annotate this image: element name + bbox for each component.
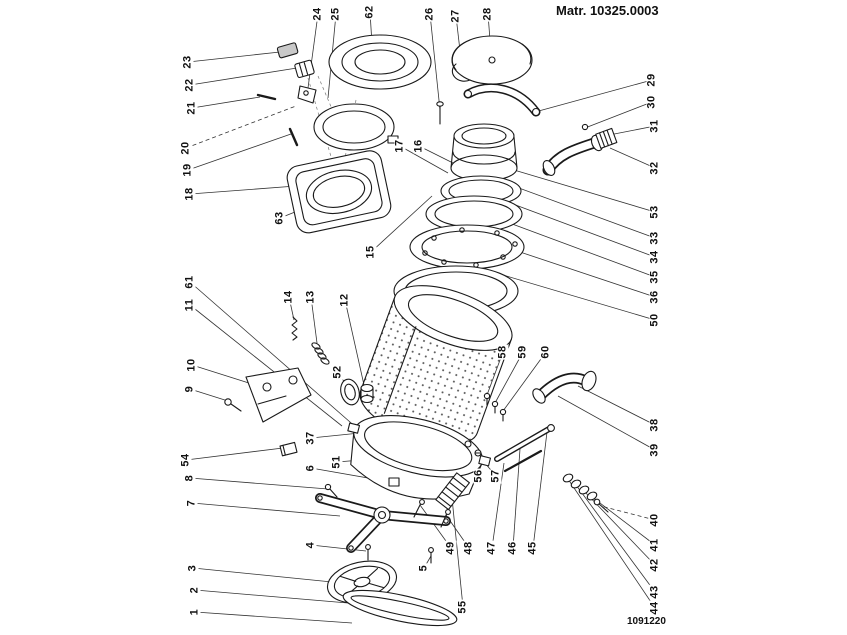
- leader-line-16: [418, 145, 458, 166]
- leader-line-19: [187, 133, 292, 171]
- cap-6: [388, 477, 400, 487]
- leader-line-46: [512, 448, 521, 549]
- damper-rod: [494, 424, 555, 473]
- fastener-bolts: [324, 483, 451, 564]
- leader-line-45: [532, 431, 548, 549]
- leader-line-53: [513, 169, 656, 213]
- leader-line-47: [491, 462, 505, 549]
- leader-line-1: [194, 611, 353, 624]
- drive-spider: [315, 493, 451, 553]
- leader-line-39: [557, 395, 656, 451]
- pin-19: [288, 127, 299, 147]
- terminal-block: [294, 59, 315, 79]
- small-bolts: [464, 392, 507, 457]
- leader-line-3: [192, 567, 333, 583]
- leader-line-8: [189, 477, 329, 490]
- leader-line-50: [485, 269, 656, 321]
- tub-cover-ring: [409, 224, 525, 270]
- leader-line-2: [194, 589, 349, 604]
- drain-fitting: [435, 472, 470, 511]
- leader-line-24: [307, 13, 319, 89]
- leader-line-43: [575, 484, 656, 593]
- leader-line-4: [310, 544, 367, 552]
- leader-line-40: [600, 505, 656, 521]
- leader-line-13: [310, 296, 318, 344]
- leader-line-22: [189, 67, 298, 86]
- leader-line-60: [502, 351, 547, 412]
- leader-line-10: [191, 364, 253, 385]
- leader-line-7: [191, 502, 341, 517]
- v-belt: [342, 589, 458, 627]
- leader-line-18: [189, 185, 297, 195]
- washer-set: [562, 473, 609, 513]
- drain-hose: [532, 370, 597, 404]
- clamp-piece: [451, 63, 471, 82]
- outer-tub: [347, 415, 492, 500]
- leader-line-38: [577, 385, 656, 426]
- plate-23: [276, 42, 299, 59]
- motor-bracket: [245, 367, 312, 423]
- clip-54: [279, 441, 298, 457]
- pin-21: [256, 93, 277, 101]
- leader-line-21: [191, 96, 261, 109]
- leader-line-30: [584, 101, 653, 129]
- spring-14: [291, 316, 298, 341]
- leader-line-44: [567, 478, 656, 609]
- leader-line-34: [501, 199, 656, 258]
- leader-line-9: [189, 388, 229, 402]
- leader-line-11: [189, 304, 343, 427]
- leader-line-32: [609, 147, 656, 169]
- leader-line-33: [507, 183, 656, 239]
- leader-line-23: [187, 51, 281, 63]
- screw-9: [224, 398, 242, 412]
- clamp-ring: [313, 103, 399, 151]
- leader-line-54: [185, 447, 284, 461]
- hinge-arm: [463, 83, 541, 117]
- leader-line-61: [189, 281, 367, 437]
- tub-collar: [450, 123, 518, 182]
- leader-line-55: [451, 497, 464, 608]
- gasket-plate: [286, 150, 392, 234]
- leader-line-5: [423, 555, 432, 569]
- matricola-title: Matr. 10325.0003: [556, 3, 659, 18]
- leader-line-15: [370, 195, 433, 253]
- shaft-sleeve: [360, 383, 374, 404]
- leader-line-26: [429, 13, 441, 111]
- leader-line-17: [399, 145, 449, 174]
- leader-line-29: [534, 79, 653, 113]
- bolt-26: [436, 101, 444, 125]
- leader-line-12: [344, 299, 365, 386]
- top-cover: [451, 35, 533, 85]
- leader-line-35: [495, 217, 656, 278]
- leader-line-59: [494, 351, 524, 404]
- leader-line-20: [185, 105, 297, 149]
- leader-line-37: [310, 432, 361, 439]
- leader-line-41: [591, 496, 656, 546]
- o-ring: [340, 378, 360, 406]
- door-bellows-seal: [328, 34, 432, 90]
- hinge-clip: [297, 85, 317, 104]
- vent-hose: [542, 123, 618, 176]
- doc-number: 1091220: [627, 616, 666, 627]
- drum: [359, 285, 513, 445]
- spring-13: [311, 342, 330, 365]
